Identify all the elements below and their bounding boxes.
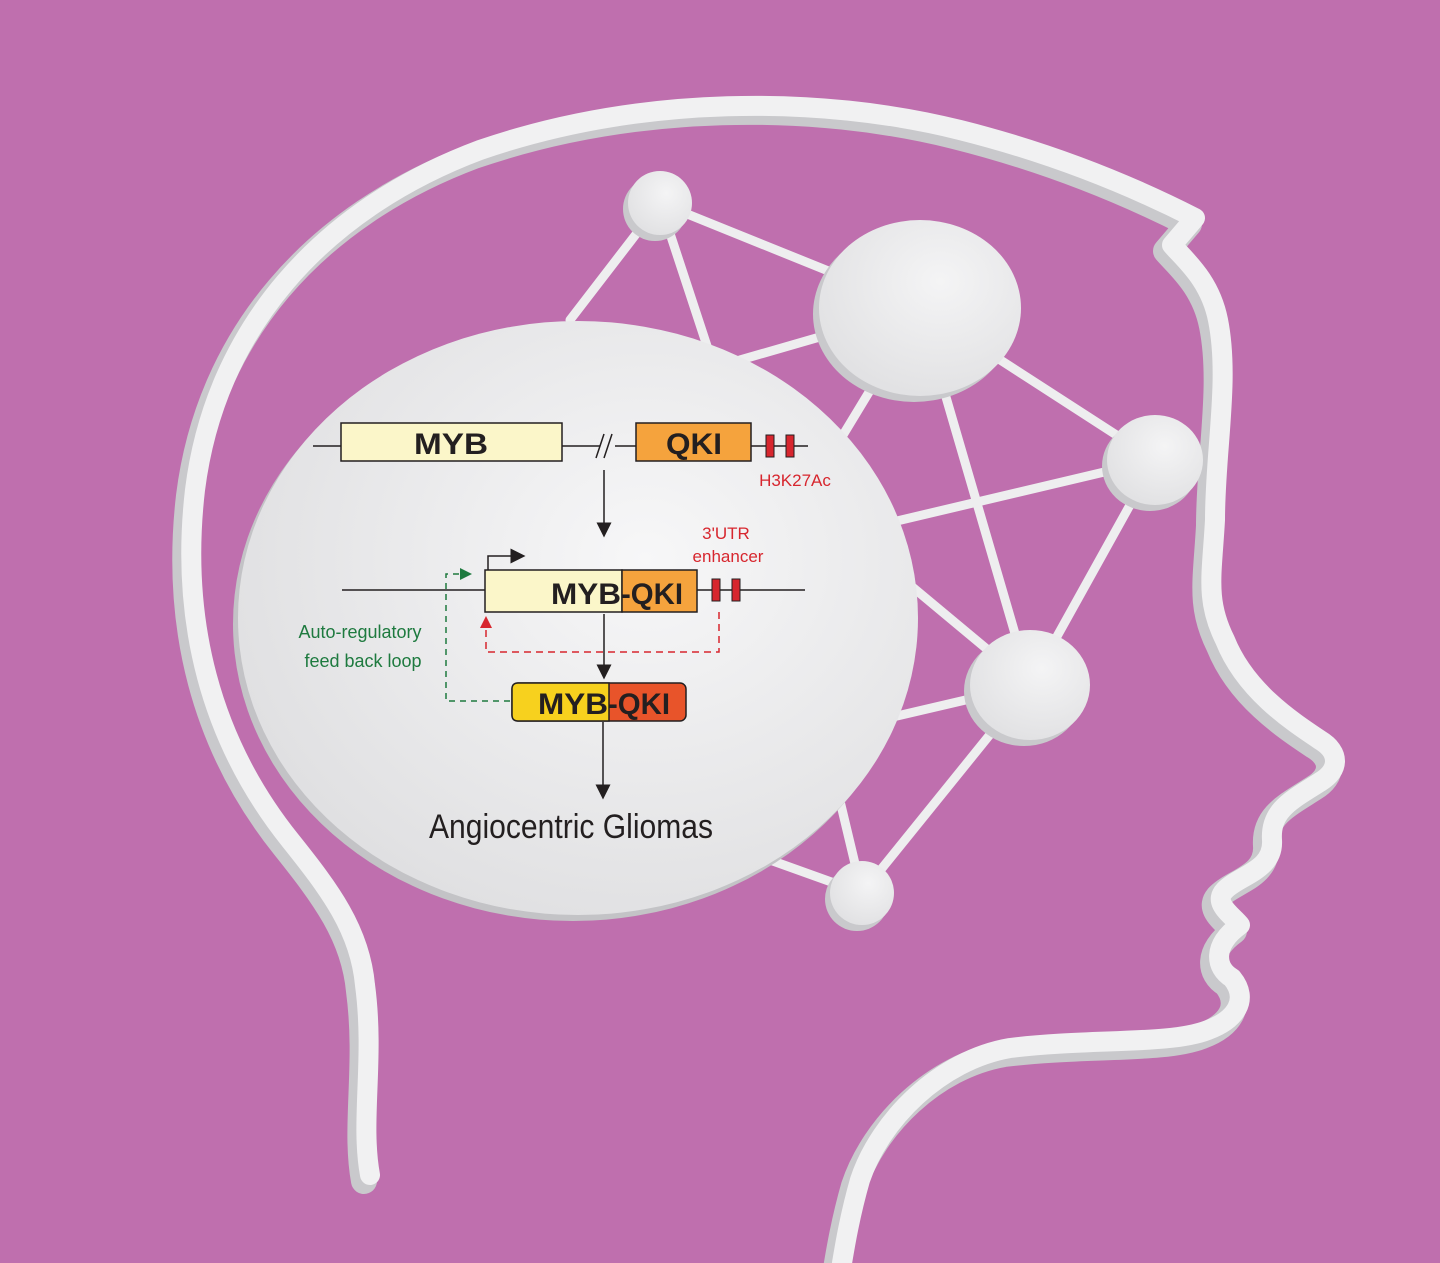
feedback-loop-label-line2: feed back loop [304, 651, 421, 671]
fusion-myb-box [484, 569, 623, 613]
genomic-diagram: MYB QKI H3K27Ac MYB -QKI 3'UTR enhancer [298, 422, 831, 846]
fusion-qki-label: -QKI [621, 578, 683, 611]
feedback-loop-arrow [445, 568, 510, 702]
central-circle [233, 321, 918, 921]
enhancer-label-line2: enhancer [693, 547, 764, 566]
tss-arrow [487, 548, 526, 570]
h3k27ac-mark [765, 434, 775, 458]
network-node [623, 171, 692, 241]
head-outline [172, 95, 1345, 1263]
enhancer-loop-arrow [480, 612, 720, 653]
network-nodes [623, 171, 1203, 931]
fusion-protein: MYB -QKI [511, 682, 687, 722]
enhancer-mark [731, 578, 741, 602]
protein-myb-label: MYB [538, 688, 608, 721]
enhancer-label-line1: 3'UTR [702, 524, 750, 543]
h3k27ac-label: H3K27Ac [759, 471, 831, 490]
qki-gene-box [635, 422, 752, 462]
protein-qki-label: -QKI [608, 688, 670, 721]
enhancer-mark [711, 578, 721, 602]
network-node [1102, 415, 1203, 511]
network-node [964, 630, 1090, 746]
fusion-qki-box [621, 569, 698, 613]
qki-gene-label: QKI [666, 428, 722, 461]
myb-gene-box [340, 422, 563, 462]
fusion-myb-label: MYB [551, 578, 621, 611]
fusion-locus: MYB -QKI 3'UTR enhancer [342, 524, 805, 653]
outcome-label: Angiocentric Gliomas [429, 808, 713, 846]
h3k27ac-mark [785, 434, 795, 458]
feedback-loop-label-line1: Auto-regulatory [298, 622, 421, 642]
top-locus: MYB QKI H3K27Ac [313, 422, 831, 490]
myb-gene-label: MYB [414, 428, 488, 461]
network-node [813, 220, 1021, 402]
network-node [825, 861, 894, 931]
